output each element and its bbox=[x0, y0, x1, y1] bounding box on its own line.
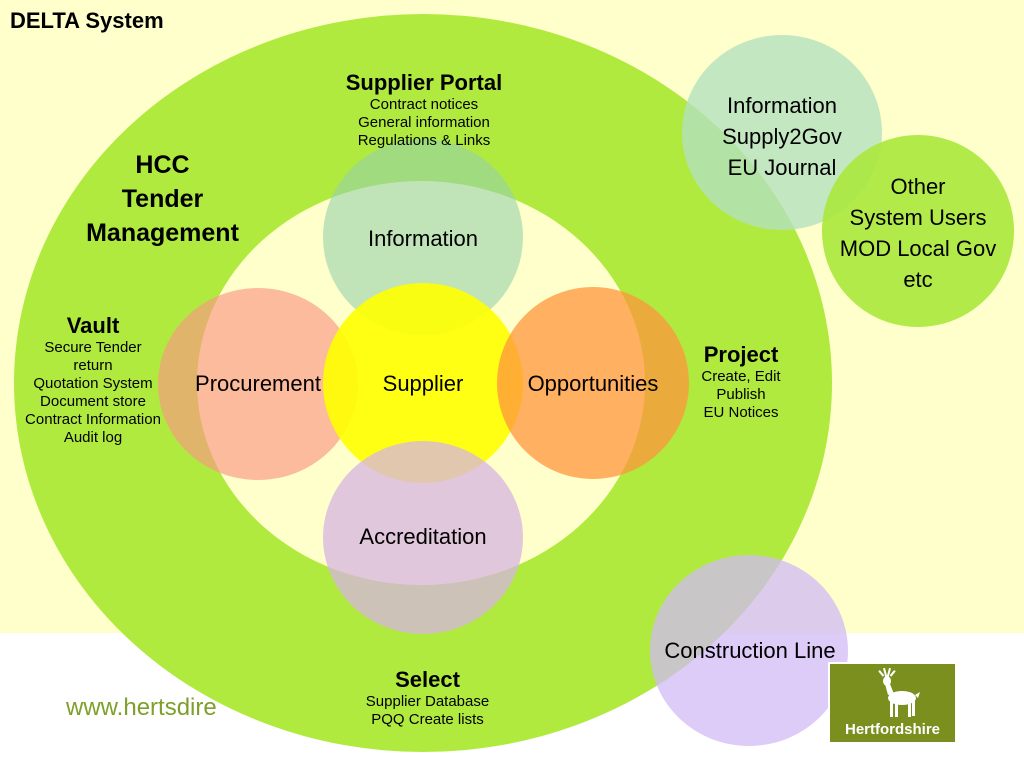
vault-item: Audit log bbox=[63, 429, 123, 447]
external-other-line: System Users bbox=[849, 205, 987, 230]
hcc-line-1: HCC bbox=[135, 151, 190, 179]
external-information-line: Supply2Gov bbox=[722, 124, 842, 149]
stag-icon bbox=[878, 668, 920, 717]
select-label: Select Supplier Database PQQ Create list… bbox=[330, 667, 525, 729]
supplier-portal-item: Contract notices bbox=[369, 96, 479, 114]
procurement-circle-label: Procurement bbox=[195, 371, 321, 396]
select-heading: Select bbox=[395, 667, 460, 692]
website-link[interactable]: www.hertsdire bbox=[66, 694, 217, 721]
project-label: Project Create, Edit Publish EU Notices bbox=[682, 342, 800, 422]
select-item: PQQ Create lists bbox=[371, 711, 484, 729]
vault-item: Quotation System bbox=[33, 375, 153, 393]
external-other-line: MOD Local Gov bbox=[839, 236, 997, 261]
project-heading: Project bbox=[703, 342, 779, 367]
supplier-circle-label: Supplier bbox=[382, 371, 464, 396]
external-other-line: etc bbox=[903, 267, 933, 292]
hcc-line-3: Management bbox=[86, 219, 239, 247]
accreditation-circle bbox=[323, 441, 523, 634]
project-item: EU Notices bbox=[703, 404, 779, 422]
project-item: Publish bbox=[716, 386, 766, 404]
hertfordshire-logo: Hertfordshire bbox=[828, 662, 957, 744]
vault-item: return bbox=[73, 357, 113, 375]
construction-line-label: Construction Line bbox=[664, 638, 836, 663]
opportunities-circle-label: Opportunities bbox=[527, 371, 659, 396]
vault-label: Vault Secure Tender return Quotation Sys… bbox=[12, 313, 174, 447]
external-other-line: Other bbox=[890, 174, 946, 199]
external-information-line: EU Journal bbox=[727, 155, 837, 180]
supplier-portal-label: Supplier Portal Contract notices General… bbox=[300, 70, 548, 150]
vault-item: Secure Tender bbox=[44, 339, 142, 357]
supplier-portal-item: General information bbox=[358, 114, 490, 132]
hcc-line-2: Tender bbox=[121, 185, 204, 213]
information-circle-label: Information bbox=[367, 226, 479, 251]
opportunities-circle bbox=[497, 287, 689, 479]
external-other-label: Other System Users MOD Local Gov etc bbox=[818, 171, 1018, 295]
accreditation-circle-label: Accreditation bbox=[359, 524, 487, 549]
project-item: Create, Edit bbox=[701, 368, 781, 386]
external-other-circle bbox=[822, 135, 1014, 327]
vault-item: Document store bbox=[40, 393, 146, 411]
vault-item: Contract Information bbox=[25, 411, 161, 429]
external-information-line: Information bbox=[726, 93, 838, 118]
hcc-label: HCC Tender Management bbox=[60, 148, 265, 250]
page-title: DELTA System bbox=[10, 8, 164, 33]
construction-line-circle bbox=[650, 555, 848, 746]
supplier-portal-heading: Supplier Portal bbox=[345, 70, 503, 95]
vault-heading: Vault bbox=[66, 313, 120, 338]
logo-text: Hertfordshire bbox=[844, 721, 941, 738]
external-information-label: Information Supply2Gov EU Journal bbox=[682, 90, 882, 183]
select-item: Supplier Database bbox=[365, 693, 490, 711]
supplier-portal-item: Regulations & Links bbox=[357, 132, 491, 150]
